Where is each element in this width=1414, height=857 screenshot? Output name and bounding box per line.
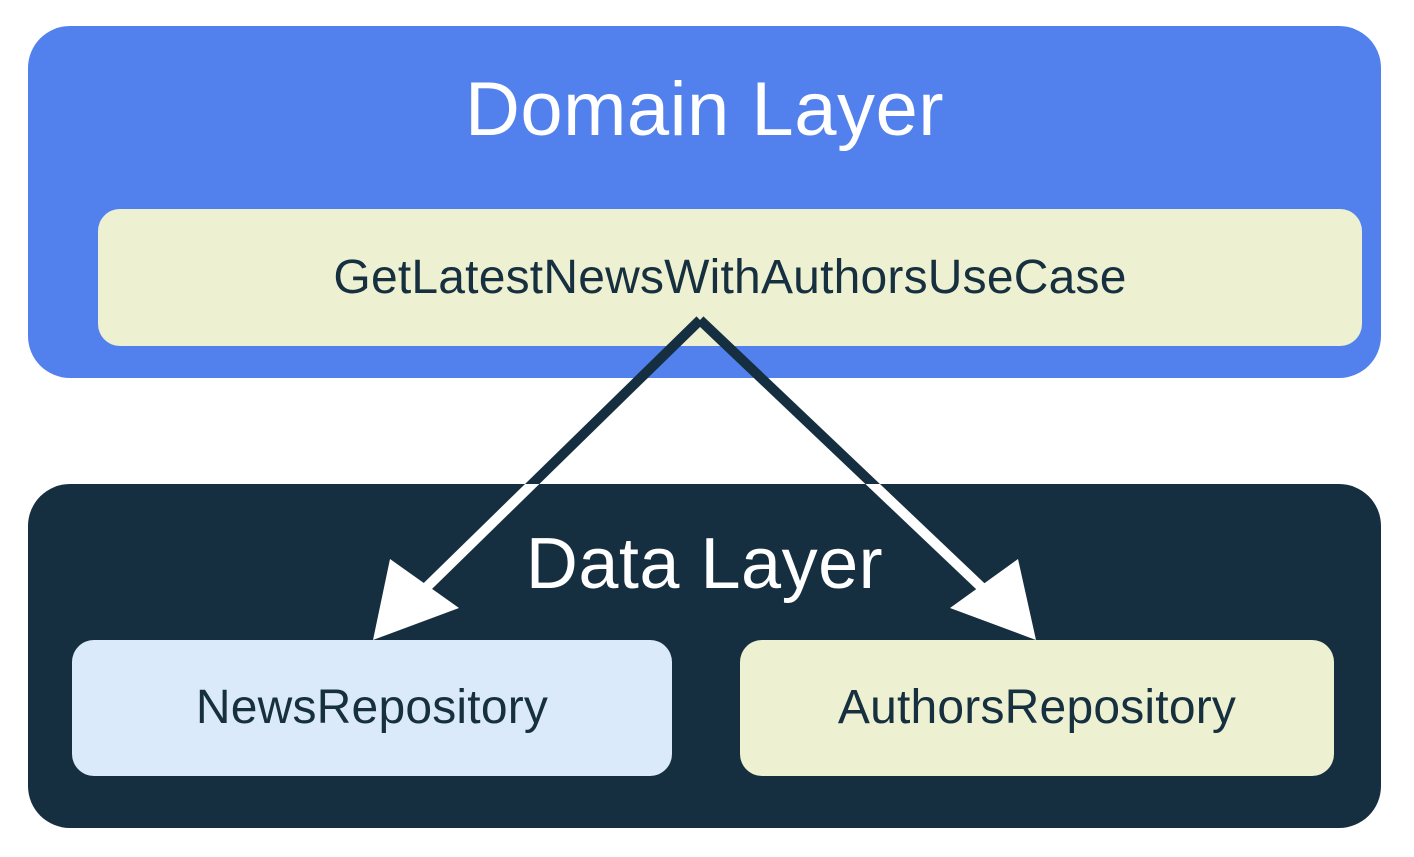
component-get-latest-news-with-authors-use-case[interactable]: GetLatestNewsWithAuthorsUseCase xyxy=(98,209,1362,346)
component-label: GetLatestNewsWithAuthorsUseCase xyxy=(333,250,1127,304)
component-label: NewsRepository xyxy=(195,681,549,734)
component-news-repository[interactable]: NewsRepository xyxy=(72,640,672,776)
domain-layer-title: Domain Layer xyxy=(464,67,945,152)
domain-layer-container: Domain Layer GetLatestNewsWithAuthorsUse… xyxy=(28,26,1381,378)
data-layer-container: Data Layer NewsRepository AuthorsReposit… xyxy=(28,484,1381,828)
component-label: AuthorsRepository xyxy=(837,681,1237,734)
data-layer-title: Data Layer xyxy=(525,524,884,604)
component-authors-repository[interactable]: AuthorsRepository xyxy=(740,640,1334,776)
